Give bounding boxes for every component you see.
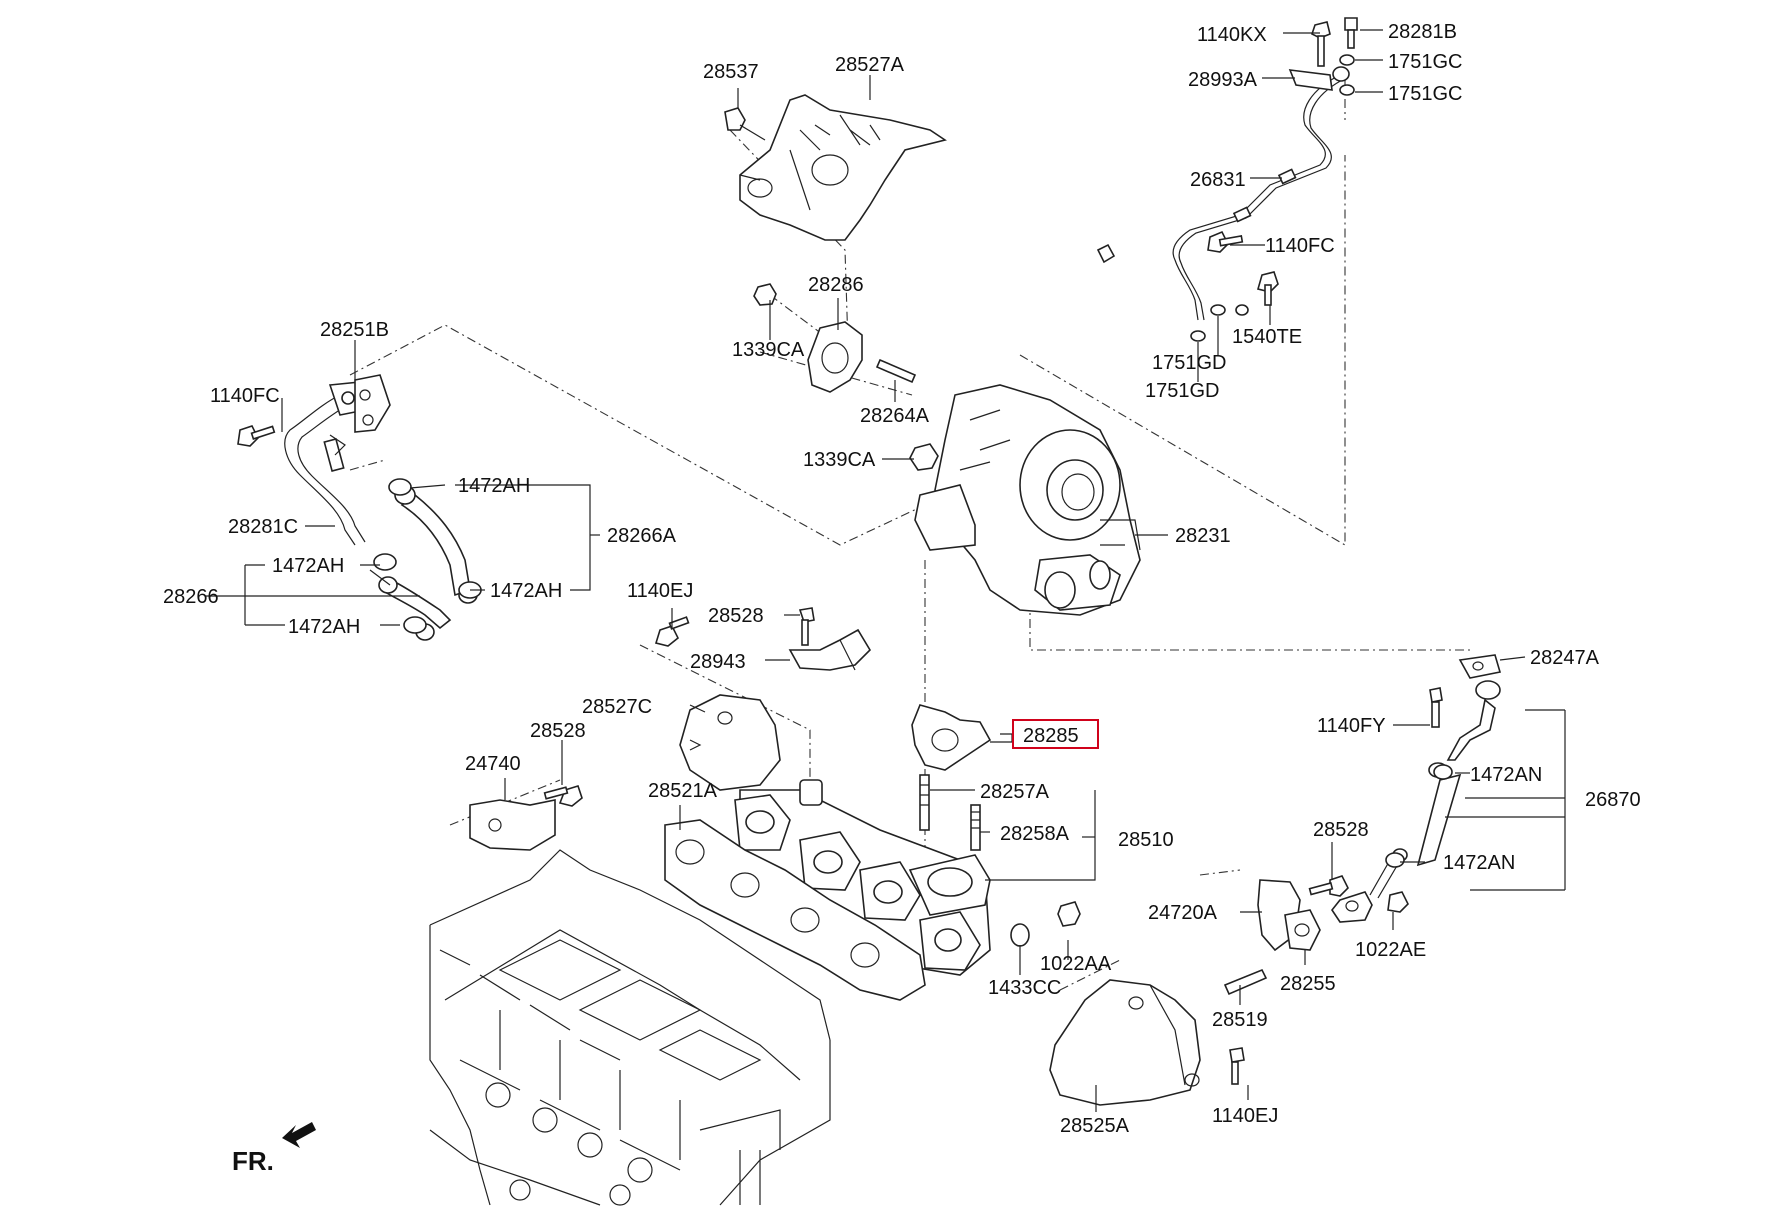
label-28286[interactable]: 28286 — [808, 274, 864, 296]
label-28257A[interactable]: 28257A — [980, 781, 1050, 803]
label-28537[interactable]: 28537 — [703, 61, 759, 83]
highlight-box-28285 — [1012, 719, 1099, 749]
label-1433CC[interactable]: 1433CC — [988, 977, 1061, 999]
label-1472AH-a[interactable]: 1472AH — [458, 475, 530, 497]
manifold-nuts — [1010, 901, 1081, 947]
oil-return-pipe — [1331, 654, 1502, 923]
turbo-gasket — [911, 704, 992, 771]
label-1339CA-a[interactable]: 1339CA — [732, 339, 805, 361]
label-28528-b[interactable]: 28528 — [530, 720, 586, 742]
label-1751GD-b[interactable]: 1751GD — [1145, 380, 1220, 402]
manifold-studs — [919, 774, 981, 851]
bolt-1140EJ-lower — [1229, 1047, 1245, 1085]
heat-shield-lower — [1049, 979, 1201, 1106]
front-direction-indicator: FR. — [232, 1122, 316, 1176]
leader-lines — [205, 29, 1566, 1112]
cylinder-head-block — [429, 849, 831, 1206]
label-28251B[interactable]: 28251B — [320, 319, 389, 341]
label-28281C[interactable]: 28281C — [228, 516, 298, 538]
stud-28264A — [875, 358, 917, 384]
label-1751GD-a[interactable]: 1751GD — [1152, 352, 1227, 374]
bolt-1140FC-left — [237, 425, 276, 447]
bolt-28528-top — [798, 607, 815, 646]
front-label: FR. — [232, 1146, 274, 1176]
bolt-1140FC-turbo — [1096, 243, 1116, 264]
label-28266[interactable]: 28266 — [163, 586, 219, 608]
label-28258A[interactable]: 28258A — [1000, 823, 1070, 845]
label-28525A[interactable]: 28525A — [1060, 1115, 1130, 1137]
bracket-24740 — [469, 799, 556, 851]
part-labels: 28537 28527A 1140KX 28281B 1751GC 28993A… — [163, 21, 1641, 1137]
label-1751GC-a[interactable]: 1751GC — [1388, 51, 1463, 73]
bolt-1140FY — [1429, 687, 1443, 728]
label-1472AH-c[interactable]: 1472AH — [490, 580, 562, 602]
label-28231[interactable]: 28231 — [1175, 525, 1231, 547]
label-28281B[interactable]: 28281B — [1388, 21, 1457, 43]
label-28247A[interactable]: 28247A — [1530, 647, 1600, 669]
label-28266A[interactable]: 28266A — [607, 525, 677, 547]
oil-return-bracket — [1257, 875, 1409, 952]
label-28519[interactable]: 28519 — [1212, 1009, 1268, 1031]
label-28255[interactable]: 28255 — [1280, 973, 1336, 995]
bolt-28528-left — [543, 785, 583, 807]
label-1472AH-b[interactable]: 1472AH — [272, 555, 344, 577]
label-28527C[interactable]: 28527C — [582, 696, 652, 718]
label-28521A[interactable]: 28521A — [648, 780, 718, 802]
label-1022AE[interactable]: 1022AE — [1355, 939, 1426, 961]
stud-28519 — [1223, 968, 1268, 996]
oil-feed-pipe — [1172, 74, 1347, 321]
label-28510[interactable]: 28510 — [1118, 829, 1174, 851]
label-1472AH-d[interactable]: 1472AH — [288, 616, 360, 638]
label-24740[interactable]: 24740 — [465, 753, 521, 775]
heat-shield-28527C — [679, 694, 781, 791]
label-28528-c[interactable]: 28528 — [1313, 819, 1369, 841]
label-28993A[interactable]: 28993A — [1188, 69, 1258, 91]
label-1140EJ-b[interactable]: 1140EJ — [1212, 1105, 1278, 1127]
turbo-nuts — [753, 283, 939, 471]
compressor-gasket — [807, 321, 863, 393]
bracket-28943 — [788, 628, 872, 671]
bolt-1140EJ-top — [654, 616, 690, 647]
label-1140EJ-a[interactable]: 1140EJ — [627, 580, 693, 602]
water-pipe-left — [284, 374, 391, 546]
exhaust-manifold — [734, 779, 991, 976]
bolt-28537 — [724, 107, 766, 141]
label-1140KX[interactable]: 1140KX — [1197, 24, 1267, 46]
label-28528-a[interactable]: 28528 — [708, 605, 764, 627]
label-26870[interactable]: 26870 — [1585, 789, 1641, 811]
front-arrow-icon — [282, 1122, 316, 1148]
label-28264A[interactable]: 28264A — [860, 405, 930, 427]
oil-feed-fittings — [1190, 17, 1358, 342]
label-1140FC-left[interactable]: 1140FC — [210, 385, 280, 407]
label-28527A[interactable]: 28527A — [835, 54, 905, 76]
label-1022AA[interactable]: 1022AA — [1040, 953, 1112, 975]
label-1751GC-b[interactable]: 1751GC — [1388, 83, 1463, 105]
heat-shield-top — [739, 94, 947, 241]
label-1472AN-b[interactable]: 1472AN — [1443, 852, 1515, 874]
label-1140FY[interactable]: 1140FY — [1317, 715, 1386, 737]
label-1339CA-b[interactable]: 1339CA — [803, 449, 876, 471]
label-24720A[interactable]: 24720A — [1148, 902, 1218, 924]
turbocharger — [914, 384, 1141, 616]
label-26831[interactable]: 26831 — [1190, 169, 1246, 191]
label-28943[interactable]: 28943 — [690, 651, 746, 673]
manifold-gasket — [664, 819, 926, 1001]
label-28285[interactable]: 28285 — [1023, 725, 1079, 747]
label-1472AN-a[interactable]: 1472AN — [1470, 764, 1542, 786]
label-1140FC-top[interactable]: 1140FC — [1265, 235, 1335, 257]
label-1540TE[interactable]: 1540TE — [1232, 326, 1302, 348]
